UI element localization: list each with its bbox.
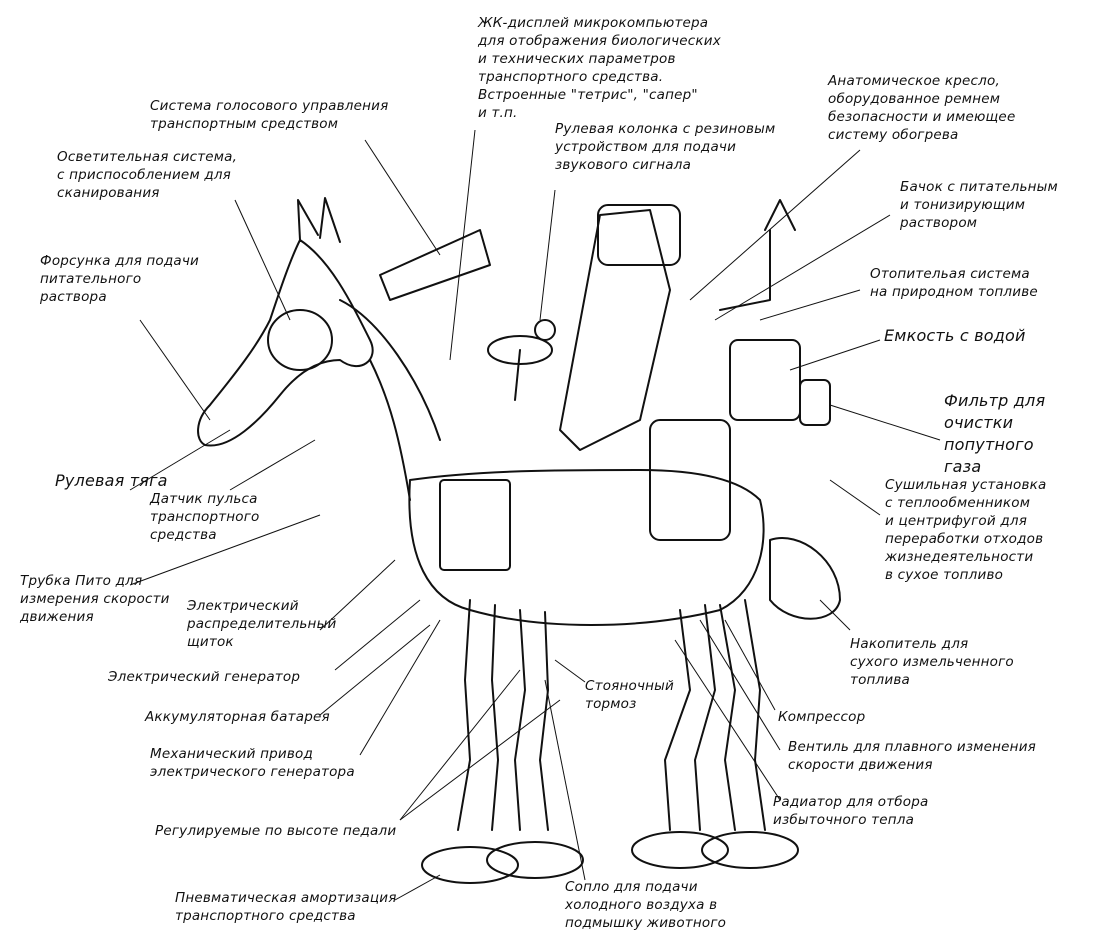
wheel-front-right: [486, 841, 584, 879]
front-leg-right: [514, 609, 549, 831]
label-compressor: Компрессор: [778, 709, 866, 725]
label-water: Емкость с водой: [884, 326, 1026, 345]
horse-head: [197, 239, 374, 447]
chimney: [719, 199, 796, 311]
front-leg-left: [457, 599, 499, 831]
horse-ears: [297, 197, 341, 243]
seat-headrest: [597, 204, 681, 266]
wheel-back-right: [701, 831, 799, 869]
filter-canister: [799, 379, 831, 426]
label-battery: Аккумуляторная батарея: [145, 709, 330, 725]
wheel-back-left: [631, 831, 729, 869]
water-container: [729, 339, 801, 421]
label-pneumatic: Пневматическая амортизация транспортного…: [175, 890, 397, 924]
radiator-box: [649, 419, 731, 541]
label-pedals: Регулируемые по высоте педали: [155, 823, 397, 839]
label-mechanical-drive: Механический привод электрического генер…: [150, 746, 355, 780]
back-leg-right: [719, 599, 766, 831]
label-heating: Отопительая система на природном топливе: [870, 266, 1038, 300]
label-voice-control: Система голосового управления транспортн…: [150, 98, 389, 132]
label-cold-air: Сопло для подачи холодного воздуха в под…: [565, 879, 727, 931]
fuel-sack: [769, 537, 841, 620]
label-generator: Электрический генератор: [108, 669, 301, 685]
label-switchboard: Электрический распределительный щиток: [187, 598, 337, 650]
label-valve: Вентиль для плавного изменения скорости …: [788, 739, 1036, 773]
label-filter: Фильтр для очистки попутного газа: [944, 391, 1046, 476]
label-steering-rod: Рулевая тяга: [55, 471, 168, 490]
horn-bulb: [534, 319, 556, 341]
label-nozzle: Форсунка для подачи питательного раствор…: [40, 253, 200, 305]
headlamp: [267, 309, 333, 371]
steering-wheel: [487, 335, 553, 365]
horse-neck: [339, 299, 441, 501]
label-lcd: ЖК-дисплей микрокомпьютера для отображен…: [478, 15, 721, 121]
label-radiator: Радиатор для отбора избыточного тепла: [773, 794, 929, 828]
label-steering-column: Рулевая колонка с резиновым устройством …: [555, 121, 776, 173]
label-lighting: Осветительная система, с приспособлением…: [57, 149, 238, 201]
battery-box: [439, 479, 511, 571]
seat: [559, 209, 671, 451]
megaphone: [379, 229, 491, 301]
label-dryer: Сушильная установка с теплообменником и …: [885, 477, 1047, 583]
label-tank: Бачок с питательным и тонизирующим раств…: [900, 179, 1058, 231]
label-pitot: Трубка Пито для измерения скорости движе…: [20, 573, 170, 625]
back-leg-left: [664, 604, 716, 831]
horse-body: [408, 469, 765, 626]
label-seat: Анатомическое кресло, оборудованное ремн…: [828, 73, 1016, 143]
wheel-front-left: [421, 846, 519, 884]
label-pulse-sensor: Датчик пульса транспортного средства: [150, 491, 260, 543]
label-storage: Накопитель для сухого измельченного топл…: [850, 636, 1014, 688]
label-parking-brake: Стояночный тормоз: [585, 678, 674, 712]
